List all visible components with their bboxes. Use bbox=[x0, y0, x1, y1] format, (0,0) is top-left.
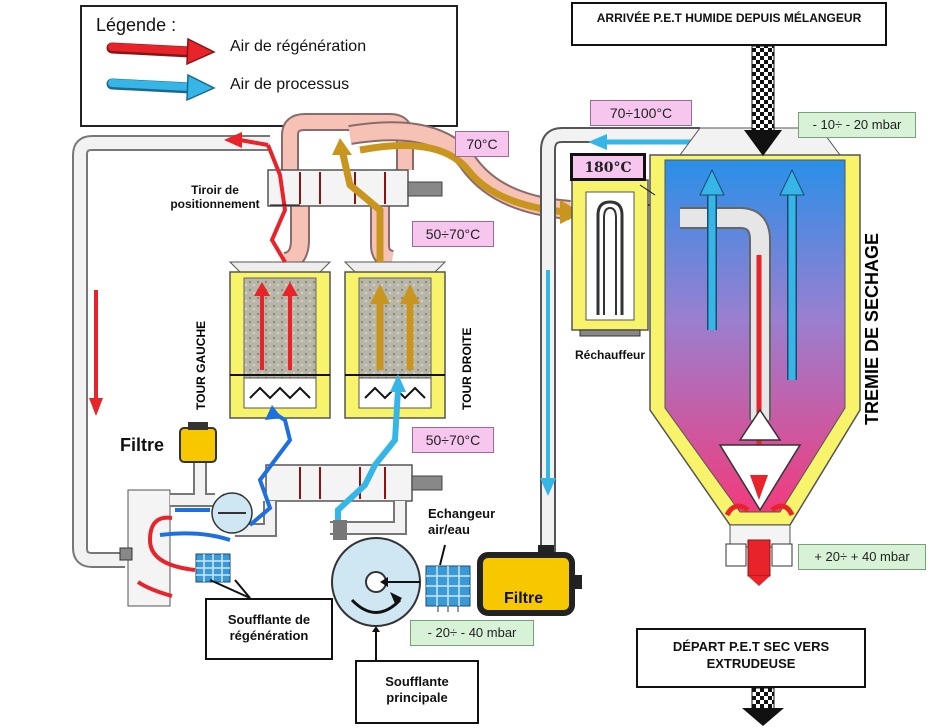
legend-title: Légende : bbox=[96, 15, 177, 35]
regeneration-top-arrows bbox=[224, 132, 288, 264]
main-blower bbox=[331, 520, 421, 627]
pressure-label-hopper-bottom: + 20÷ + 40 mbar bbox=[798, 544, 926, 570]
legend-box: Légende : Air de régénération Air de pro… bbox=[80, 5, 458, 127]
temp-label-70: 70°C bbox=[455, 131, 509, 157]
top-manifold bbox=[267, 169, 443, 207]
regeneration-down-arrow bbox=[89, 290, 103, 416]
label-echangeur: Echangeur air/eau bbox=[428, 506, 496, 537]
callout-soufflante-regeneration: Soufflante de régénération bbox=[205, 598, 333, 660]
label-filtre-left: Filtre bbox=[120, 435, 165, 455]
outfeed-footer-box: DÉPART P.E.T SEC VERS EXTRUDEUSE bbox=[636, 628, 866, 688]
pressure-label-hopper-top: - 10÷ - 20 mbar bbox=[798, 112, 916, 138]
pet-outfeed bbox=[742, 687, 784, 726]
callout-soufflante-principale: Soufflante principale bbox=[355, 660, 479, 724]
temp-label-50-70-top: 50÷70°C bbox=[412, 221, 494, 247]
legend-red-arrow bbox=[106, 37, 216, 66]
label-tour-droite: TOUR DROITE bbox=[460, 327, 474, 410]
leader-lines bbox=[209, 184, 656, 660]
main-filter bbox=[477, 545, 582, 616]
temp-label-180: 180°C bbox=[570, 153, 646, 181]
process-air-into-towers bbox=[248, 374, 406, 540]
label-tour-gauche: TOUR GAUCHE bbox=[194, 320, 208, 410]
label-tiroir: Tiroir de positionnement bbox=[170, 183, 260, 211]
drying-hopper bbox=[649, 127, 861, 586]
pressure-label-main-blower: - 20÷ - 40 mbar bbox=[410, 620, 534, 646]
label-tremie: TREMIE DE SECHAGE bbox=[862, 232, 882, 425]
heater bbox=[571, 179, 680, 337]
regeneration-loop-pipe bbox=[72, 135, 270, 568]
temp-label-70-100: 70÷100°C bbox=[590, 100, 692, 126]
infeed-header-box: ARRIVÉE P.E.T HUMIDE DEPUIS MÉLANGEUR bbox=[571, 2, 887, 46]
label-rechauffeur: Réchauffeur bbox=[574, 348, 645, 362]
hot-air-flow bbox=[332, 138, 582, 262]
legend-regeneration-label: Air de régénération bbox=[230, 38, 367, 55]
regeneration-blower-assembly bbox=[119, 422, 253, 607]
left-tower bbox=[228, 261, 332, 419]
legend-process-label: Air de processus bbox=[230, 76, 350, 93]
temp-label-50-70-bottom: 50÷70°C bbox=[412, 427, 494, 453]
heat-exchanger bbox=[425, 565, 471, 612]
label-filtre-right: Filtre bbox=[504, 590, 544, 607]
pet-infeed bbox=[744, 45, 782, 156]
legend-blue-arrow bbox=[106, 73, 216, 102]
bottom-manifold bbox=[235, 464, 443, 537]
